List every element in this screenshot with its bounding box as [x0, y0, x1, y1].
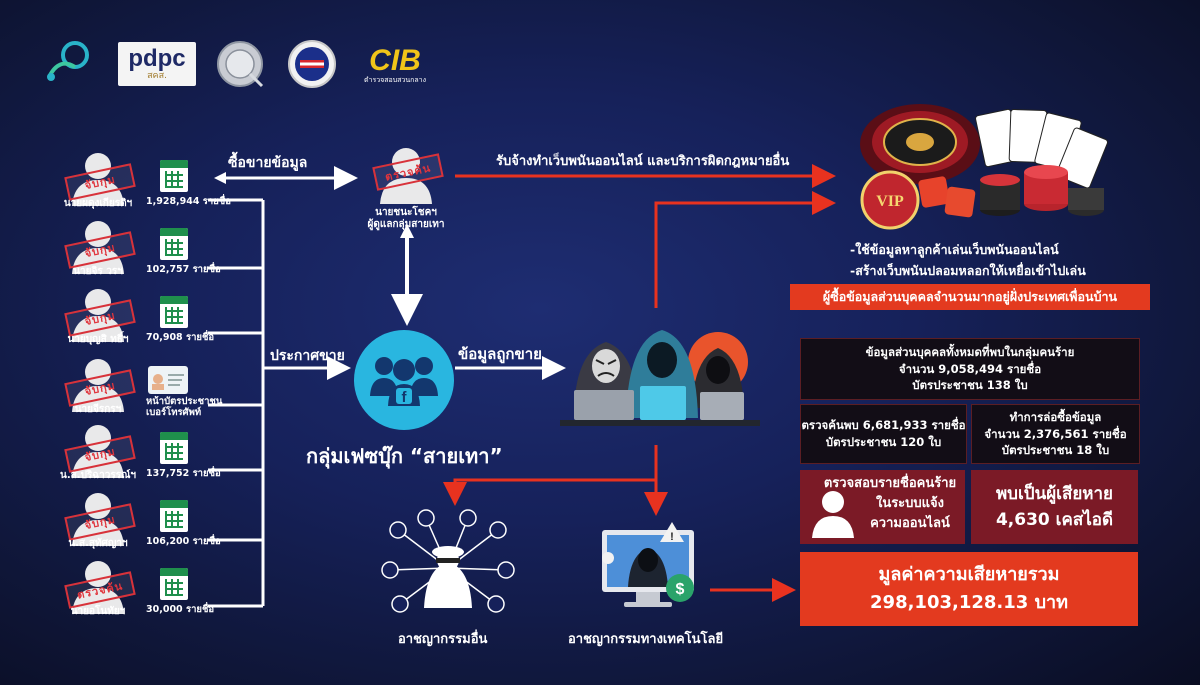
hackers-to-casino-arrow	[654, 191, 836, 308]
fb-group-label: กลุ่มเฟซบุ๊ก “สายเทา”	[306, 444, 503, 468]
person-silhouette-icon	[72, 289, 124, 342]
buyers-banner-text: ผู้ซื้อข้อมูลส่วนบุคคลจำนวนมากอยู่ฝั่งปร…	[822, 289, 1118, 304]
other-crime-illustration	[378, 508, 518, 618]
check-l1: ตรวจสอบรายชื่อคนร้าย	[823, 476, 957, 491]
spreadsheet-icon	[160, 228, 188, 260]
buyers-banner: ผู้ซื้อข้อมูลส่วนบุคคลจำนวนมากอยู่ฝั่งปร…	[790, 284, 1150, 310]
spreadsheet-icon	[160, 432, 188, 464]
victims-l1: พบเป็นผู้เสียหาย	[995, 484, 1114, 504]
pdpc-logo: pdpc สคส.	[118, 42, 196, 86]
person-silhouette-icon	[72, 493, 124, 546]
data-sold-label: ข้อมูลถูกขาย	[458, 345, 542, 363]
casino-illustration: VIP	[850, 92, 1110, 232]
loss-box: มูลค่าความเสียหายรวม 298,103,128.13 บาท	[800, 552, 1138, 626]
svg-text:!: !	[670, 531, 674, 543]
victims-box: พบเป็นผู้เสียหาย 4,630 เคสไอดี	[971, 470, 1138, 544]
use-line-2: -สร้างเว็บพนันปลอมหลอกให้เหยื่อเข้าไปเล่…	[850, 263, 1086, 278]
stat-total-l3: บัตรประชาชน 138 ใบ	[912, 378, 1028, 393]
hackers-illustration	[560, 318, 760, 428]
seller-name: นายจีรกรฯ	[74, 404, 122, 415]
stat-sting-l2: จำนวน 2,376,561 รายชื่อ	[984, 426, 1127, 441]
person-silhouette-icon	[72, 221, 124, 274]
sellers-bracket	[208, 198, 265, 608]
loss-l2: 298,103,128.13 บาท	[870, 592, 1068, 613]
check-box: ตรวจสอบรายชื่อคนร้าย ในระบบแจ้ง ความออนไ…	[800, 470, 965, 544]
seller-avatar: จับกุม	[62, 286, 136, 352]
seller-record-count: 106,200 รายชื่อ	[146, 536, 221, 547]
seller-record-count: หน้าบัตรประชาชน เบอร์โทรศัพท์	[146, 396, 223, 418]
use-line-1: -ใช้ข้อมูลหาลูกค้าเล่นเว็บพนันออนไลน์	[850, 242, 1059, 257]
person-silhouette-icon	[380, 148, 432, 204]
spreadsheet-icon	[160, 160, 188, 192]
stat-found-l2: บัตรประชาชน 120 ใบ	[825, 435, 942, 449]
person-silhouette-icon	[72, 153, 124, 206]
seller-avatar: ตรวจค้น	[62, 558, 136, 624]
tech-crime-label: อาชญากรรมทางเทคโนโลยี	[568, 632, 724, 647]
seller-name: นายจิร วรฯ	[73, 266, 123, 277]
seller-avatar: จับกุม	[62, 422, 136, 488]
spreadsheet-icon	[160, 568, 188, 600]
stat-total-box: ข้อมูลส่วนบุคคลทั้งหมดที่พบในกลุ่มคนร้าย…	[800, 338, 1140, 400]
victims-l2: 4,630 เคสไอดี	[995, 510, 1114, 530]
other-crime-label: อาชญากรรมอื่น	[398, 632, 488, 647]
agency-logo-1	[38, 36, 100, 88]
seller-name: น.ส.ปริฉาวรรณ์ฯ	[60, 470, 136, 481]
seller-name: นายผดุงเกียรติฯ	[63, 198, 133, 209]
seller-record-count: 102,757 รายชื่อ	[146, 264, 221, 275]
admin-name: นายชนะโชคฯ	[375, 207, 437, 218]
police-logo	[286, 38, 338, 90]
stat-total-l2: จำนวน 9,058,494 รายชื่อ	[898, 361, 1042, 376]
loss-l1: มูลค่าความเสียหายรวม	[878, 564, 1060, 585]
seller-avatar: จับกุม	[62, 490, 136, 556]
buy-sell-label: ซื้อขายข้อมูล	[228, 155, 308, 171]
svg-text:VIP: VIP	[876, 193, 904, 210]
seller-avatar: จับกุม	[62, 356, 136, 422]
seller-record-count: 70,908 รายชื่อ	[146, 332, 215, 343]
svg-text:$: $	[676, 581, 685, 598]
announce-label: ประกาศขาย	[270, 348, 345, 364]
seller-record-count: 30,000 รายชื่อ	[146, 604, 215, 615]
cib-logo-sub: ตำรวจสอบสวนกลาง	[363, 75, 427, 84]
admin-role: ผู้ดูแลกลุ่มสายเทา	[367, 219, 445, 230]
pdpc-logo-sub: สคส.	[147, 71, 167, 81]
stat-total-l1: ข้อมูลส่วนบุคคลทั้งหมดที่พบในกลุ่มคนร้าย	[865, 344, 1075, 359]
seller-name: นายบุญสิ ทธิ์ฯ	[67, 334, 129, 345]
stat-sting-l3: บัตรประชาชน 18 ใบ	[1001, 443, 1110, 458]
hired-label: รับจ้างทำเว็บพนันออนไลน์ และบริการผิดกฎห…	[496, 154, 790, 169]
spreadsheet-icon	[160, 296, 188, 328]
seller-record-count: 137,752 รายชื่อ	[146, 468, 221, 479]
stat-sting-box: ทำการล่อซื้อข้อมูล จำนวน 2,376,561 รายชื…	[971, 404, 1140, 464]
seller-avatar: จับกุม	[62, 218, 136, 284]
check-l3: ความออนไลน์	[870, 516, 950, 531]
spreadsheet-icon	[160, 500, 188, 532]
id-card-icon	[148, 366, 188, 394]
seller-name: นายอโนทัยฯ	[70, 606, 126, 617]
facebook-group-icon: f	[354, 330, 454, 430]
stat-found-l1: ตรวจค้นพบ 6,681,933 รายชื่อ	[801, 418, 966, 433]
seller-name: น.ส.สุทัศญาฯ	[68, 538, 128, 549]
person-silhouette-icon	[72, 359, 124, 412]
stat-sting-l1: ทำการล่อซื้อข้อมูล	[1009, 409, 1102, 424]
to-other-crime-arrow	[443, 478, 656, 506]
ministry-seal-logo	[214, 38, 266, 90]
svg-text:f: f	[402, 389, 408, 406]
person-silhouette-icon	[72, 425, 124, 478]
person-silhouette-icon	[812, 491, 854, 538]
admin-avatar: ตรวจค้น	[370, 142, 444, 208]
stat-found-box: ตรวจค้นพบ 6,681,933 รายชื่อ บัตรประชาชน …	[800, 404, 967, 464]
cib-logo: CIB ตำรวจสอบสวนกลาง	[360, 42, 430, 88]
seller-record-count: 1,928,944 รายชื่อ	[146, 196, 231, 207]
tech-crime-illustration: $ !	[592, 518, 712, 618]
cib-logo-text: CIB	[369, 43, 421, 77]
person-silhouette-icon	[72, 561, 124, 614]
check-l2: ในระบบแจ้ง	[875, 496, 945, 511]
seller-avatar: จับกุม	[62, 150, 136, 216]
pdpc-logo-text: pdpc	[128, 45, 186, 72]
